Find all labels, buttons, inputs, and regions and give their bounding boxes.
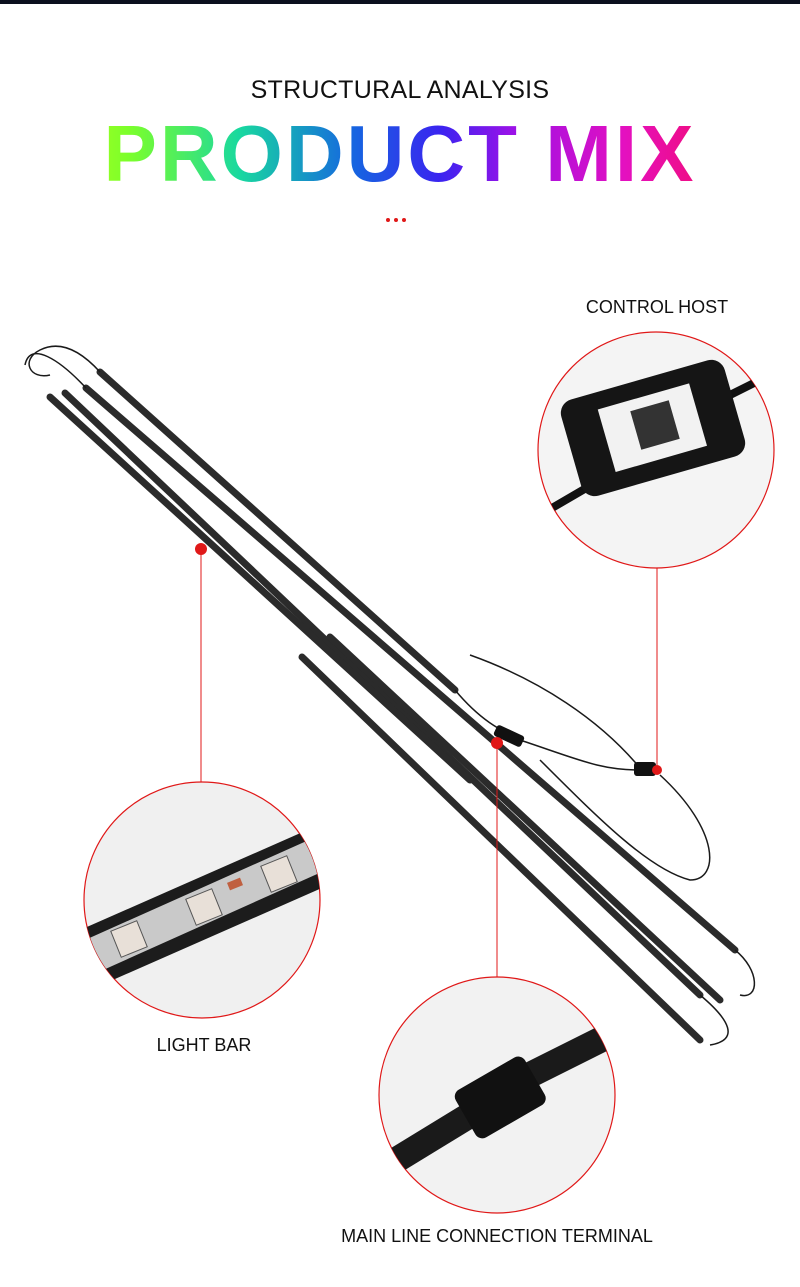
section-title: PRODUCT MIX — [0, 108, 800, 200]
light-bar-zoom — [83, 781, 321, 1019]
wires — [24, 345, 756, 1046]
connector-mini — [493, 725, 525, 747]
connection-terminal-label: MAIN LINE CONNECTION TERMINAL — [341, 1226, 653, 1246]
callout-lines — [200, 549, 658, 977]
section-subtitle: STRUCTURAL ANALYSIS — [250, 76, 550, 104]
decorative-dots — [386, 218, 406, 222]
control-host-zoom — [537, 331, 775, 569]
top-border — [0, 0, 800, 4]
control-host-label: CONTROL HOST — [585, 297, 729, 317]
connection-terminal-zoom — [378, 976, 616, 1214]
light-bar-marker — [195, 543, 207, 555]
light-bars — [46, 368, 739, 1044]
control-host-marker — [652, 765, 662, 775]
light-bar-label: LIGHT BAR — [156, 1035, 252, 1055]
control-box-mini — [634, 762, 656, 776]
terminal-marker — [491, 737, 503, 749]
